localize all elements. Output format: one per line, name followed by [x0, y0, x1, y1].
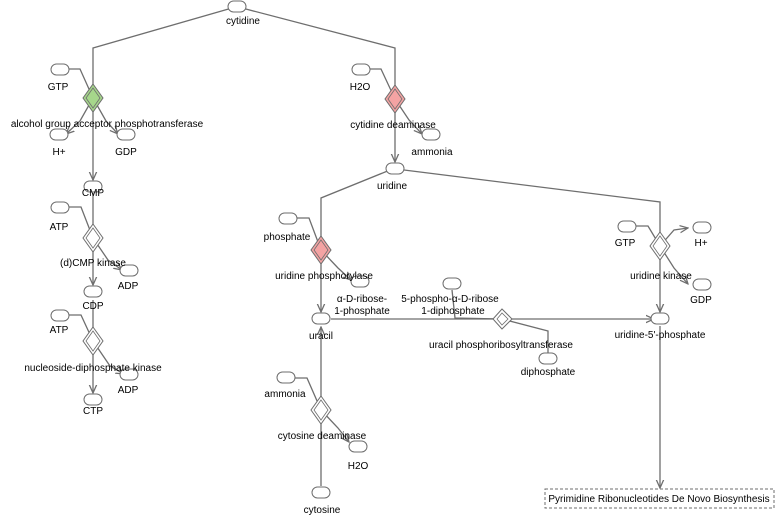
label-atp-2: ATP	[50, 325, 69, 336]
node-gtp-2[interactable]	[617, 220, 637, 233]
node-cdp[interactable]	[83, 285, 103, 298]
label-adp-1: ADP	[118, 281, 139, 292]
label-h2o-1: H2O	[350, 82, 371, 93]
node-hplus-2[interactable]	[692, 221, 712, 234]
label-cmp: CMP	[82, 188, 105, 199]
node-ump[interactable]	[650, 312, 670, 325]
enzyme-cytosine-deaminase[interactable]	[310, 395, 332, 425]
node-uridine[interactable]	[385, 162, 405, 175]
label-diphosphate: diphosphate	[521, 367, 576, 378]
node-gdp-1[interactable]	[116, 128, 136, 141]
label-ammonia-1: ammonia	[411, 147, 453, 158]
node-diphosphate[interactable]	[538, 352, 558, 365]
label-prpp-line1: 5-phospho-α-D-ribose	[401, 294, 499, 305]
label-adp-2: ADP	[118, 385, 139, 396]
label-enzyme-cytosine-deaminase: cytosine deaminase	[278, 431, 367, 442]
label-ribose-1p-line1: α-D-ribose-	[337, 294, 387, 305]
label-gdp-1: GDP	[115, 147, 137, 158]
edges	[66, 7, 688, 488]
node-h2o-2[interactable]	[348, 440, 368, 453]
enzyme-uprt[interactable]	[492, 308, 513, 330]
labels: cytidine GTP H2O H+ GDP ammonia CMP urid…	[11, 16, 712, 515]
label-hplus-2: H+	[694, 238, 707, 249]
enzyme-alcohol-phosphotransferase[interactable]	[82, 83, 104, 113]
label-ribose-1p-line2: 1-phosphate	[334, 306, 390, 317]
label-ammonia-2: ammonia	[264, 389, 306, 400]
label-h2o-2: H2O	[348, 461, 369, 472]
label-prpp-line2: 1-diphosphate	[421, 306, 485, 317]
node-ammonia-2[interactable]	[276, 371, 296, 384]
label-cytidine: cytidine	[226, 16, 260, 27]
label-enzyme-uprt: uracil phosphoribosyltransferase	[429, 340, 573, 351]
node-ctp[interactable]	[83, 393, 103, 406]
metabolite-nodes	[49, 0, 712, 499]
node-hplus-1[interactable]	[49, 128, 69, 141]
node-gtp-1[interactable]	[50, 63, 70, 76]
label-ump: uridine-5'-phosphate	[615, 330, 706, 341]
enzyme-cytidine-deaminase[interactable]	[384, 84, 406, 114]
node-prpp[interactable]	[442, 277, 462, 290]
node-cytosine[interactable]	[311, 486, 331, 499]
node-cytidine[interactable]	[227, 0, 247, 13]
label-phosphate: phosphate	[264, 232, 311, 243]
node-gdp-2[interactable]	[692, 278, 712, 291]
enzyme-uridine-kinase[interactable]	[649, 231, 671, 261]
node-cmp[interactable]	[83, 180, 103, 193]
label-enzyme-dcmp-kinase: (d)CMP kinase	[60, 258, 126, 269]
label-cdp: CDP	[82, 301, 103, 312]
label-cytosine: cytosine	[304, 505, 341, 515]
pathway-link-label: Pyrimidine Ribonucleotides De Novo Biosy…	[548, 494, 769, 505]
label-enzyme-alcohol-phosphotransferase: alcohol group acceptor phosphotransferas…	[11, 119, 204, 130]
label-ctp: CTP	[83, 406, 103, 417]
node-ribose-1-phosphate[interactable]	[350, 275, 370, 288]
node-adp-1[interactable]	[119, 264, 139, 277]
label-atp-1: ATP	[50, 222, 69, 233]
label-uridine: uridine	[377, 181, 407, 192]
enzyme-uridine-phosphorylase[interactable]	[310, 235, 332, 265]
label-enzyme-uridine-kinase: uridine kinase	[630, 271, 692, 282]
enzyme-dcmp-kinase[interactable]	[82, 223, 104, 253]
node-h2o-1[interactable]	[351, 63, 371, 76]
label-enzyme-ndp-kinase: nucleoside-diphosphate kinase	[24, 363, 162, 374]
node-adp-2[interactable]	[119, 368, 139, 381]
label-gtp-2: GTP	[615, 238, 636, 249]
pathway-link-box[interactable]: Pyrimidine Ribonucleotides De Novo Biosy…	[544, 488, 775, 509]
label-hplus-1: H+	[52, 147, 65, 158]
node-atp-1[interactable]	[50, 201, 70, 214]
enzyme-ndp-kinase[interactable]	[82, 326, 104, 356]
node-atp-2[interactable]	[50, 309, 70, 322]
node-uracil[interactable]	[311, 312, 331, 325]
label-gdp-2: GDP	[690, 295, 712, 306]
label-uracil: uracil	[309, 331, 333, 342]
label-enzyme-uridine-phosphorylase: uridine phosphorylase	[275, 271, 373, 282]
node-phosphate[interactable]	[278, 212, 298, 225]
label-gtp-1: GTP	[48, 82, 69, 93]
node-ammonia-1[interactable]	[421, 128, 441, 141]
label-enzyme-cytidine-deaminase: cytidine deaminase	[350, 120, 436, 131]
